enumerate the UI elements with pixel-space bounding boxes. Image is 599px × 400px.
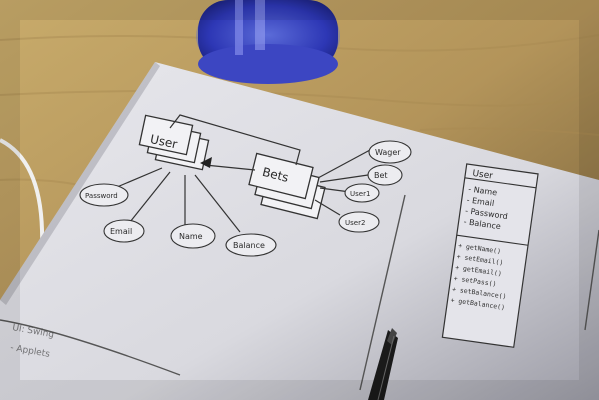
- page-dividers: [0, 194, 599, 391]
- attribute-user1-label: User1: [350, 190, 370, 198]
- attribute-user2-label: User2: [345, 219, 365, 227]
- relationship-lines: [109, 114, 371, 233]
- attribute-email: Email: [103, 219, 145, 243]
- attribute-bet: Bet: [367, 164, 403, 186]
- bets-entity: [248, 152, 326, 220]
- attribute-name-label: Name: [179, 232, 203, 241]
- class-title: User: [472, 169, 494, 182]
- user-entity-label: User: [149, 132, 179, 151]
- user-entity: [138, 114, 210, 171]
- attribute-email-label: Email: [110, 227, 132, 236]
- bets-entity-label: Bets: [261, 165, 290, 185]
- er-diagram: User Bets Password Em: [79, 114, 412, 257]
- cable: [0, 138, 46, 331]
- attribute-wager: Wager: [368, 140, 412, 164]
- attribute-balance: Balance: [225, 233, 277, 257]
- class-field: - Email: [466, 195, 495, 208]
- attribute-password: Password: [79, 183, 129, 207]
- water-bottle: [196, 0, 340, 84]
- attribute-wager-label: Wager: [375, 148, 401, 157]
- attribute-user2: User2: [338, 211, 380, 233]
- attribute-password-label: Password: [85, 192, 118, 200]
- crows-foot-marker: [200, 157, 212, 168]
- attribute-bet-label: Bet: [374, 171, 388, 180]
- attribute-balance-label: Balance: [233, 241, 265, 250]
- paper-shadow: [0, 62, 160, 305]
- uml-class-box: User - Name - Email - Password - Balance…: [441, 163, 539, 348]
- attribute-name: Name: [170, 223, 216, 249]
- pen: [368, 328, 398, 400]
- attribute-user1: User1: [344, 183, 380, 203]
- class-field: - Name: [468, 184, 498, 197]
